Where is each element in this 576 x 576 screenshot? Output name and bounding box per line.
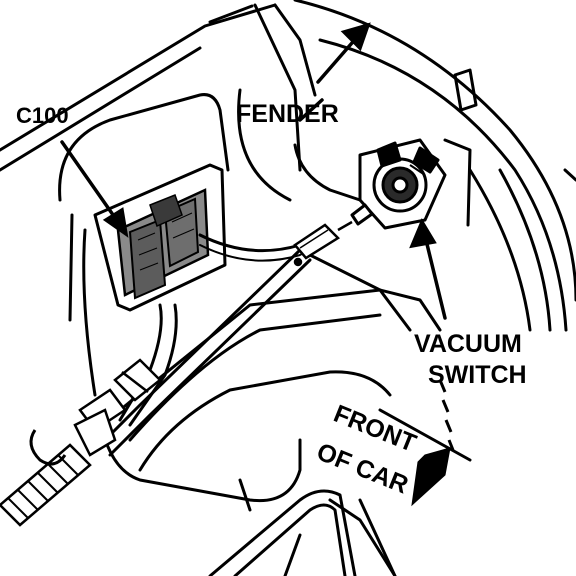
label-c100: C100 bbox=[16, 103, 69, 128]
c100-connector bbox=[93, 163, 227, 312]
label-fender: FENDER bbox=[236, 100, 339, 128]
label-switch: SWITCH bbox=[428, 361, 527, 389]
vacuum-switch bbox=[350, 138, 447, 230]
corrugated-conduit bbox=[0, 408, 117, 527]
fender-arrow bbox=[298, 22, 371, 122]
c100-arrow bbox=[60, 140, 129, 238]
label-vacuum: VACUUM bbox=[414, 330, 522, 358]
front-of-car-arrow bbox=[411, 379, 455, 507]
vacuum-switch-arrow bbox=[409, 218, 447, 320]
inline-connector bbox=[293, 220, 353, 267]
